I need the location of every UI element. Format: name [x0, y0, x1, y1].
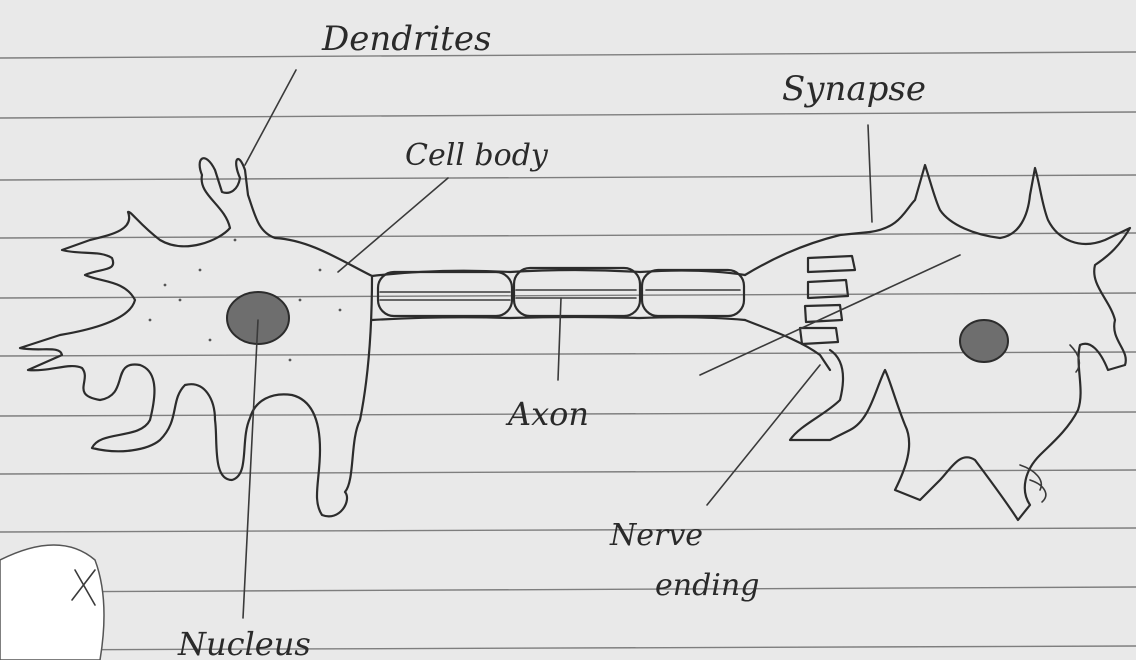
- synapse-pointer: [868, 125, 872, 222]
- axon-pointer: [558, 298, 561, 380]
- myelin-sheath-segment: [378, 272, 512, 316]
- page-corner-fold: [0, 545, 104, 660]
- nucleus: [227, 292, 289, 344]
- label-cell-body: Cell body: [405, 138, 549, 173]
- label-nerve: Nerve: [609, 518, 703, 553]
- axon: [372, 268, 745, 320]
- cell-body-pointer: [338, 178, 448, 272]
- pointer-lines: [243, 70, 960, 618]
- neuron-cell-body: [20, 158, 372, 516]
- nucleus-second-neuron: [960, 320, 1008, 362]
- myelin-sheath-segment: [642, 270, 744, 316]
- label-synapse: Synapse: [782, 69, 926, 109]
- label-axon: Axon: [505, 395, 589, 433]
- myelin-sheath-segment: [514, 268, 640, 316]
- label-dendrites: Dendrites: [321, 19, 491, 59]
- label-ending: ending: [655, 568, 759, 603]
- nerve-ending: [745, 232, 870, 370]
- label-nucleus: Nucleus: [177, 625, 311, 660]
- nucleus-pointer: [243, 320, 258, 618]
- dendrites-pointer: [245, 70, 296, 165]
- nerve-ending-pointer: [707, 365, 820, 505]
